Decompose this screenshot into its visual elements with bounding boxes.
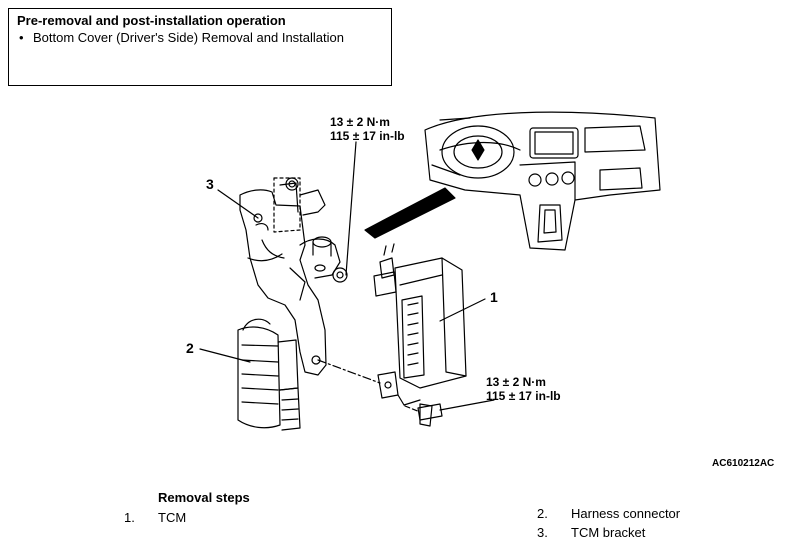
- bullet-icon: •: [19, 30, 24, 45]
- torque-upper: 13 ± 2 N·m 115 ± 17 in-lb: [330, 115, 405, 143]
- tcm-unit-drawing: [373, 243, 467, 406]
- callout-2: 2: [186, 340, 194, 356]
- torque-upper-metric: 13 ± 2 N·m: [330, 115, 390, 129]
- callout-3: 3: [206, 176, 214, 192]
- pre-removal-item-text: Bottom Cover (Driver's Side) Removal and…: [33, 30, 344, 45]
- step-number: 2.: [537, 506, 548, 521]
- pre-removal-item: • Bottom Cover (Driver's Side) Removal an…: [17, 29, 383, 46]
- torque-lower-metric: 13 ± 2 N·m: [486, 375, 546, 389]
- removal-step: 2. Harness connector: [537, 506, 680, 521]
- torque-upper-imperial: 115 ± 17 in-lb: [330, 129, 405, 143]
- step-label: Harness connector: [571, 506, 681, 521]
- harness-connector-drawing: [237, 318, 301, 431]
- removal-step: 1. TCM: [124, 510, 186, 525]
- removal-step: 3. TCM bracket: [537, 525, 645, 540]
- tcm-bracket-drawing: [239, 177, 348, 376]
- step-number: 1.: [124, 510, 135, 525]
- torque-lower: 13 ± 2 N·m 115 ± 17 in-lb: [486, 375, 561, 403]
- step-label: TCM bracket: [571, 525, 646, 540]
- bolt-drawing: [417, 403, 443, 427]
- pre-removal-title: Pre-removal and post-installation operat…: [17, 13, 286, 28]
- step-label: TCM: [158, 510, 187, 525]
- pre-removal-box: Pre-removal and post-installation operat…: [8, 8, 392, 86]
- dashboard-inset-drawing: [424, 111, 661, 251]
- torque-lower-imperial: 115 ± 17 in-lb: [486, 389, 561, 403]
- pointer-wedge: [364, 187, 456, 239]
- figure-code: AC610212AC: [712, 458, 775, 469]
- callout-1: 1: [490, 289, 498, 305]
- leader-lines: [199, 141, 495, 413]
- step-number: 3.: [537, 525, 548, 540]
- removal-steps-title: Removal steps: [158, 490, 250, 505]
